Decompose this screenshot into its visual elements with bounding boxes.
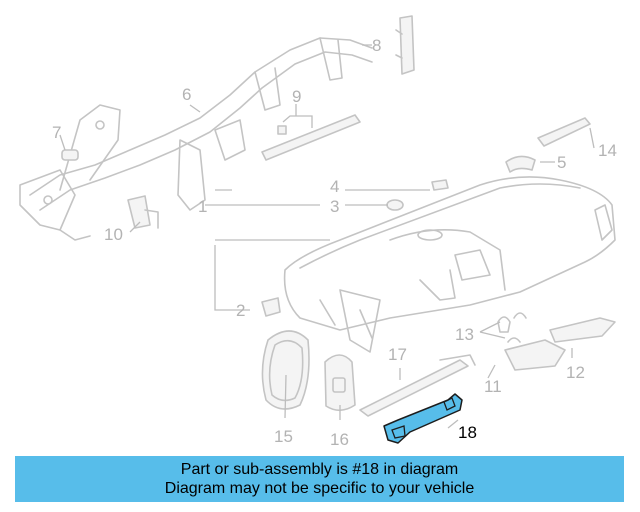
callout-9: 9 xyxy=(292,87,301,106)
part-16-trim xyxy=(324,354,356,412)
callout-1: 1 xyxy=(198,197,207,216)
callout-11: 11 xyxy=(484,377,502,396)
callout-15: 15 xyxy=(274,427,293,446)
part-11-cover xyxy=(504,339,566,371)
part-18-highlighted xyxy=(383,393,463,444)
part-17-bracket xyxy=(359,354,476,417)
callout-10: 10 xyxy=(104,225,123,244)
part-4-clip xyxy=(431,179,449,191)
banner-line-1: Part or sub-assembly is #18 in diagram xyxy=(180,461,459,478)
callout-16: 16 xyxy=(330,430,349,449)
callout-6: 6 xyxy=(182,85,191,104)
callout-12: 12 xyxy=(566,363,585,382)
callout-7: 7 xyxy=(52,123,61,142)
callout-2: 2 xyxy=(236,301,245,320)
leader-lines xyxy=(59,44,595,429)
part-7 xyxy=(61,149,79,161)
callout-13: 13 xyxy=(455,325,474,344)
callout-labels: 1 2 3 4 5 6 7 8 9 10 11 12 13 14 15 16 1… xyxy=(52,36,617,449)
part-3-clip xyxy=(386,199,404,211)
part-1-instrument-panel xyxy=(283,176,616,353)
parts-diagram: 1 2 3 4 5 6 7 8 9 10 11 12 13 14 15 16 1… xyxy=(19,15,617,449)
part-2-clip xyxy=(261,297,281,317)
part-9-rail xyxy=(261,104,361,161)
part-13-clips xyxy=(497,312,527,343)
callout-4: 4 xyxy=(330,177,339,196)
callout-17: 17 xyxy=(388,345,407,364)
callout-8: 8 xyxy=(372,36,381,55)
part-8-bracket xyxy=(395,15,415,75)
callout-14: 14 xyxy=(598,141,617,160)
callout-5: 5 xyxy=(557,153,566,172)
part-10-bracket xyxy=(127,195,159,229)
callout-3: 3 xyxy=(330,197,339,216)
part-12-panel xyxy=(549,317,616,343)
part-15-trim xyxy=(261,330,310,410)
part-6-crossbar xyxy=(19,37,373,241)
part-5 xyxy=(505,155,536,173)
info-banner: Part or sub-assembly is #18 in diagram D… xyxy=(15,456,624,502)
banner-line-2: Diagram may not be specific to your vehi… xyxy=(164,480,475,497)
callout-18: 18 xyxy=(458,423,477,442)
part-14-strip xyxy=(537,117,591,147)
